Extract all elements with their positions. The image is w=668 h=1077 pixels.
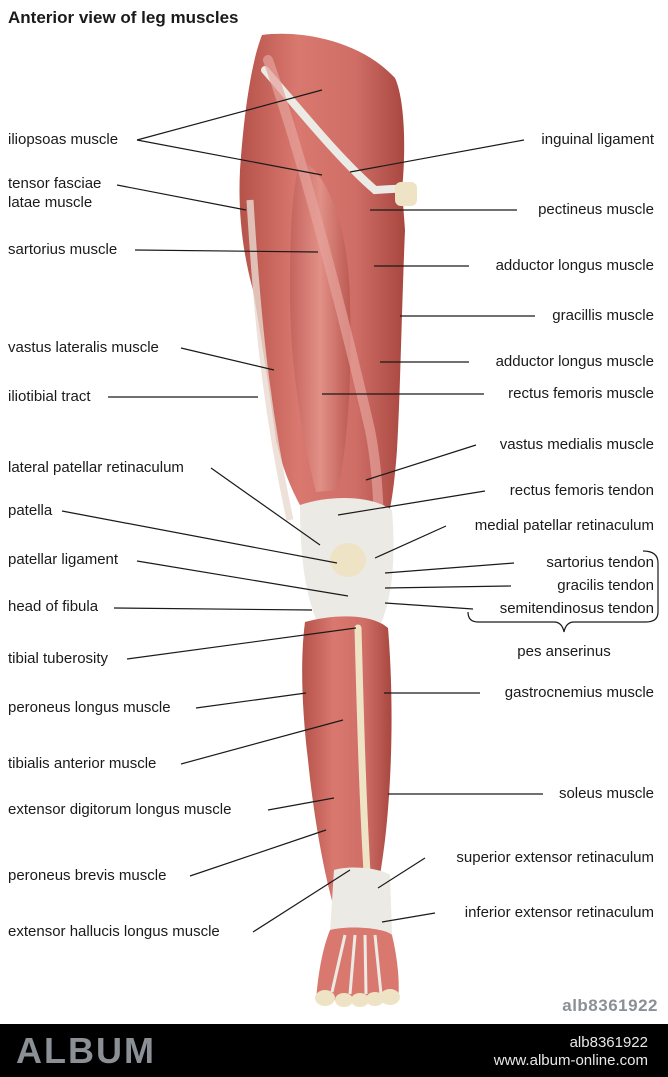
leader-tibial-tuberosity bbox=[126, 627, 357, 660]
pes-anserinus-bracket bbox=[467, 550, 659, 633]
leader-iliopsoas-a bbox=[136, 89, 323, 141]
label-ext-digitorum: extensor digitorum longus muscle bbox=[8, 801, 232, 818]
label-peroneus-longus: peroneus longus muscle bbox=[8, 699, 171, 716]
label-sartorius-tendon: sartorius tendon bbox=[546, 554, 654, 571]
leader-superior-ext bbox=[377, 857, 426, 889]
label-tensor-line2: latae muscle bbox=[8, 194, 93, 211]
leader-patella bbox=[61, 510, 338, 564]
leader-lines bbox=[61, 89, 659, 933]
leg-anatomy bbox=[239, 33, 417, 1007]
image-id: alb8361922 bbox=[562, 996, 658, 1015]
label-lateral-patellar: lateral patellar retinaculum bbox=[8, 459, 184, 476]
tibia-shaft bbox=[354, 624, 372, 894]
label-vastus-medialis: vastus medialis muscle bbox=[499, 436, 654, 453]
page-title: Anterior view of leg muscles bbox=[8, 8, 239, 27]
label-peroneus-brevis: peroneus brevis muscle bbox=[8, 867, 167, 884]
leader-inferior-ext bbox=[381, 912, 436, 923]
label-inguinal: inguinal ligament bbox=[541, 131, 654, 148]
label-pes-anserinus: pes anserinus bbox=[517, 643, 611, 660]
label-superior-ext: superior extensor retinaculum bbox=[456, 849, 654, 866]
label-iliotibial: iliotibial tract bbox=[8, 388, 91, 405]
label-sartorius: sartorius muscle bbox=[8, 241, 118, 258]
label-tibial-tuberosity: tibial tuberosity bbox=[8, 650, 109, 667]
rectus-femoris-shape bbox=[290, 160, 351, 492]
patella-bone bbox=[330, 543, 366, 577]
ankle-retinaculum bbox=[330, 867, 392, 940]
album-logo: ALBUM bbox=[16, 1030, 156, 1071]
label-gastrocnemius: gastrocnemius muscle bbox=[504, 684, 654, 701]
leader-gracilis-tendon bbox=[384, 585, 512, 589]
hip-bone bbox=[395, 182, 417, 206]
label-vastus-lateralis: vastus lateralis muscle bbox=[8, 339, 159, 356]
footer-website: www.album-online.com bbox=[493, 1052, 648, 1069]
leader-lateral-patellar bbox=[210, 467, 321, 546]
label-head-fibula: head of fibula bbox=[8, 598, 99, 615]
leader-tensor bbox=[116, 184, 247, 211]
leader-iliopsoas-b bbox=[136, 139, 323, 176]
leader-medial-patellar bbox=[374, 525, 447, 559]
label-medial-patellar: medial patellar retinaculum bbox=[474, 517, 654, 534]
leader-semitendinosus bbox=[384, 602, 474, 610]
label-ext-hallucis: extensor hallucis longus muscle bbox=[8, 923, 220, 940]
label-soleus: soleus muscle bbox=[558, 785, 654, 802]
leader-rectus-tendon bbox=[337, 490, 486, 516]
leader-vastus-lateralis bbox=[180, 347, 275, 371]
label-tibialis-anterior: tibialis anterior muscle bbox=[8, 755, 157, 772]
foot-outline bbox=[316, 927, 399, 1000]
label-iliopsoas: iliopsoas muscle bbox=[8, 131, 119, 148]
leader-inguinal bbox=[349, 139, 525, 173]
iliotibial-band bbox=[246, 199, 294, 521]
label-inferior-ext: inferior extensor retinaculum bbox=[464, 904, 654, 921]
label-rectus-femoris: rectus femoris muscle bbox=[508, 385, 654, 402]
label-adductor-longus-1: adductor longus muscle bbox=[495, 257, 654, 274]
label-gracilis: gracillis muscle bbox=[552, 307, 654, 324]
lower-leg-outline bbox=[302, 616, 392, 922]
label-semitendinosus: semitendinosus tendon bbox=[499, 600, 654, 617]
label-adductor-longus-2: adductor longus muscle bbox=[495, 353, 654, 370]
leader-peroneus-longus bbox=[195, 692, 307, 709]
footer-image-id: alb8361922 bbox=[569, 1034, 648, 1051]
leader-head-fibula bbox=[113, 607, 313, 611]
leader-patellar-ligament bbox=[136, 560, 349, 597]
label-tensor-line1: tensor fasciae bbox=[8, 175, 102, 192]
label-patellar-ligament: patellar ligament bbox=[8, 551, 119, 568]
leg-muscles-illustration bbox=[61, 33, 659, 1007]
footer-bar: ALBUM alb8361922 www.album-online.com bbox=[0, 1024, 668, 1077]
leader-sartorius-tendon bbox=[384, 562, 515, 574]
leader-ext-digitorum bbox=[267, 797, 335, 811]
leader-ext-hallucis bbox=[252, 869, 351, 933]
toes bbox=[315, 989, 400, 1007]
leader-tibialis-anterior bbox=[180, 719, 344, 765]
label-patella: patella bbox=[8, 502, 53, 519]
leader-sartorius bbox=[134, 249, 319, 253]
foot-tendons bbox=[330, 934, 383, 995]
label-gracilis-tendon: gracilis tendon bbox=[557, 577, 654, 594]
leader-vastus-medialis bbox=[365, 444, 477, 481]
label-rectus-tendon: rectus femoris tendon bbox=[509, 482, 654, 499]
label-pectineus: pectineus muscle bbox=[538, 201, 654, 218]
leader-peroneus-brevis bbox=[189, 829, 327, 877]
